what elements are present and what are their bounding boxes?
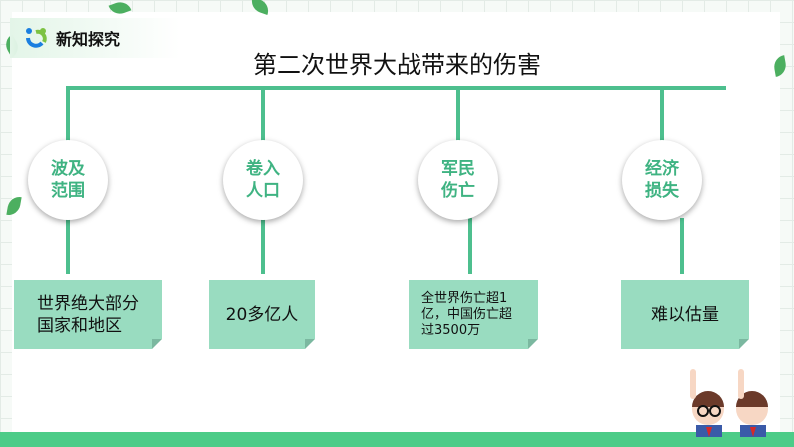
bottom-bar — [0, 432, 794, 447]
connector — [66, 218, 70, 274]
diagram-title: 第二次世界大战带来的伤害 — [253, 51, 541, 79]
node-circle-casualties: 军民 伤亡 — [418, 140, 498, 220]
connector — [468, 218, 472, 274]
node-box-economy: 难以估量 — [621, 280, 749, 349]
connector — [261, 218, 265, 274]
students-illustration — [670, 367, 785, 437]
node-box-scope: 世界绝大部分 国家和地区 — [14, 280, 162, 349]
node-box-casualties: 全世界伤亡超1 亿，中国伤亡超 过3500万 — [409, 280, 538, 349]
connector — [456, 86, 460, 146]
section-header: 新知探究 — [10, 18, 180, 58]
section-title: 新知探究 — [56, 30, 121, 49]
connector — [66, 86, 70, 146]
slide-card — [12, 12, 780, 436]
connector — [680, 218, 684, 274]
node-circle-population: 卷入 人口 — [223, 140, 303, 220]
connector — [261, 86, 265, 146]
connector-horizontal — [66, 86, 726, 90]
connector — [660, 86, 664, 146]
logo-icon — [24, 26, 48, 50]
node-circle-economy: 经济 损失 — [622, 140, 702, 220]
node-box-population: 20多亿人 — [209, 280, 315, 349]
node-circle-scope: 波及 范围 — [28, 140, 108, 220]
